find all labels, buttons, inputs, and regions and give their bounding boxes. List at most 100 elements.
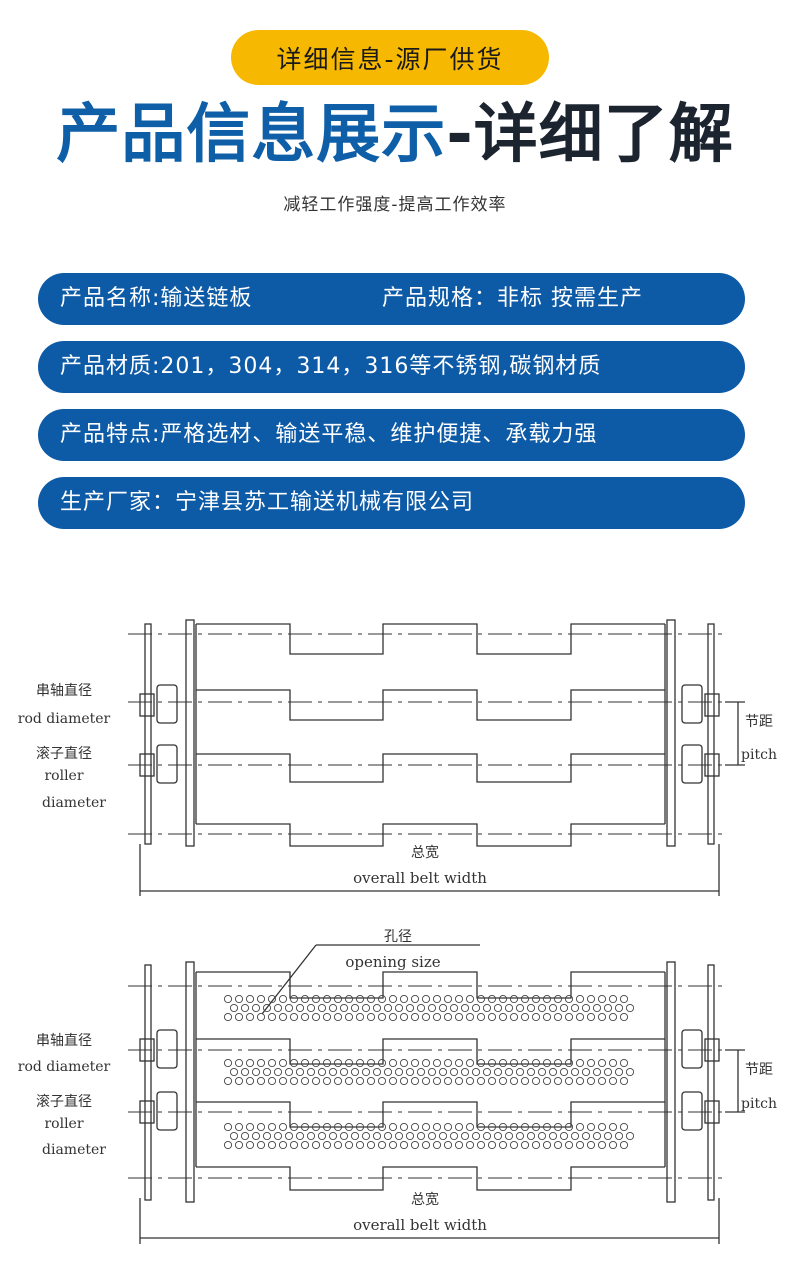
perforation-hole <box>564 1058 574 1068</box>
perforation-hole <box>465 994 475 1004</box>
perforation-hole <box>300 994 310 1004</box>
perforation-hole <box>421 1140 431 1150</box>
perforation-hole <box>388 1122 398 1132</box>
rod-diameter-label-cn: 串轴直径 <box>36 1032 92 1049</box>
perforation-hole <box>531 1058 541 1068</box>
perforation-hole <box>493 1067 503 1077</box>
perforation-hole <box>498 1122 508 1132</box>
perforation-hole <box>300 1058 310 1068</box>
perforation-hole <box>537 1003 547 1013</box>
perforation-hole <box>284 1067 294 1077</box>
perforation-hole <box>245 1012 255 1022</box>
perforation-hole <box>262 1003 272 1013</box>
perforation-hole <box>476 1122 486 1132</box>
perforation-hole <box>586 1122 596 1132</box>
perforation-hole <box>251 1003 261 1013</box>
perforation-hole <box>344 994 354 1004</box>
perforation-hole <box>592 1131 602 1141</box>
perforation-hole <box>619 1122 629 1132</box>
perforation-hole <box>267 1012 277 1022</box>
perforation-hole <box>245 1140 255 1150</box>
product-spec: 产品规格：非标 按需生产 <box>382 286 643 311</box>
perforation-hole <box>295 1067 305 1077</box>
perforation-hole <box>471 1067 481 1077</box>
perforation-hole <box>614 1131 624 1141</box>
diagram-plain-plate: 串轴直径 rod diameter 滚子直径 roller diameter 节… <box>0 612 790 902</box>
perforation-hole <box>619 994 629 1004</box>
perforation-hole <box>493 1131 503 1141</box>
perforation-hole <box>427 1067 437 1077</box>
pitch-label-en: pitch <box>741 747 777 763</box>
perforation-hole <box>476 1140 486 1150</box>
perforation-hole <box>553 1122 563 1132</box>
perforation-hole <box>234 994 244 1004</box>
perforation-hole <box>245 1076 255 1086</box>
perforation-hole <box>619 1012 629 1022</box>
perforation-hole <box>586 1012 596 1022</box>
perforation-hole <box>223 1012 233 1022</box>
perforation-hole <box>229 1003 239 1013</box>
perforation-hole <box>383 1131 393 1141</box>
perforation-hole <box>311 1076 321 1086</box>
perforation-hole <box>432 1076 442 1086</box>
perforation-hole <box>399 1058 409 1068</box>
perforation-hole <box>289 994 299 1004</box>
perforation-hole <box>520 1076 530 1086</box>
perforation-hole <box>449 1003 459 1013</box>
perforation-hole <box>256 1012 266 1022</box>
perforation-hole <box>300 1012 310 1022</box>
perforation-hole <box>383 1067 393 1077</box>
perforation-hole <box>608 1076 618 1086</box>
perforation-hole <box>234 1076 244 1086</box>
perforation-hole <box>223 1122 233 1132</box>
perforation-hole <box>333 1122 343 1132</box>
perforation-hole <box>399 1122 409 1132</box>
overall-width-label-cn: 总宽 <box>411 844 439 861</box>
perforation-hole <box>619 1140 629 1150</box>
perforation-hole <box>267 1058 277 1068</box>
perforation-hole <box>223 1076 233 1086</box>
perforation-hole <box>564 1012 574 1022</box>
perforation-hole <box>520 1058 530 1068</box>
perforation-hole <box>223 994 233 1004</box>
perforation-hole <box>460 1131 470 1141</box>
perforation-hole <box>515 1131 525 1141</box>
perforation-hole <box>284 1131 294 1141</box>
perforation-hole <box>619 1058 629 1068</box>
perforation-hole <box>399 1012 409 1022</box>
page-title-part1: 产品信息展示 <box>56 98 447 172</box>
perforation-hole <box>278 1076 288 1086</box>
perforation-hole <box>421 1058 431 1068</box>
perforation-hole <box>229 1131 239 1141</box>
perforation-hole <box>487 1076 497 1086</box>
perforation-hole <box>614 1003 624 1013</box>
opening-size-label-en: opening size <box>345 953 440 971</box>
rod-diameter-label-cn: 串轴直径 <box>36 682 92 699</box>
perforation-hole <box>553 1140 563 1150</box>
perforation-hole <box>575 1076 585 1086</box>
perforation-hole <box>311 1140 321 1150</box>
perforation-hole <box>388 1076 398 1086</box>
perforation-hole <box>586 1076 596 1086</box>
header-badge: 详细信息-源厂供货 <box>231 30 549 85</box>
perforation-hole <box>570 1003 580 1013</box>
perforation-hole <box>465 1140 475 1150</box>
perforation-hole <box>559 1003 569 1013</box>
perforation-hole <box>350 1131 360 1141</box>
perforation-hole <box>586 994 596 1004</box>
perforation-hole <box>531 994 541 1004</box>
perforation-hole <box>509 994 519 1004</box>
perforation-hole <box>465 1076 475 1086</box>
perforation-hole <box>278 1140 288 1150</box>
perforation-hole <box>328 1003 338 1013</box>
perforation-hole <box>289 1076 299 1086</box>
perforation-hole <box>322 994 332 1004</box>
perforation-hole <box>410 1076 420 1086</box>
perforation-hole <box>548 1131 558 1141</box>
perforation-hole <box>361 1067 371 1077</box>
perforation-hole <box>317 1003 327 1013</box>
perforation-hole <box>399 1076 409 1086</box>
perforation-hole <box>575 1140 585 1150</box>
perforation-hole <box>405 1003 415 1013</box>
perforation-hole <box>388 1012 398 1022</box>
